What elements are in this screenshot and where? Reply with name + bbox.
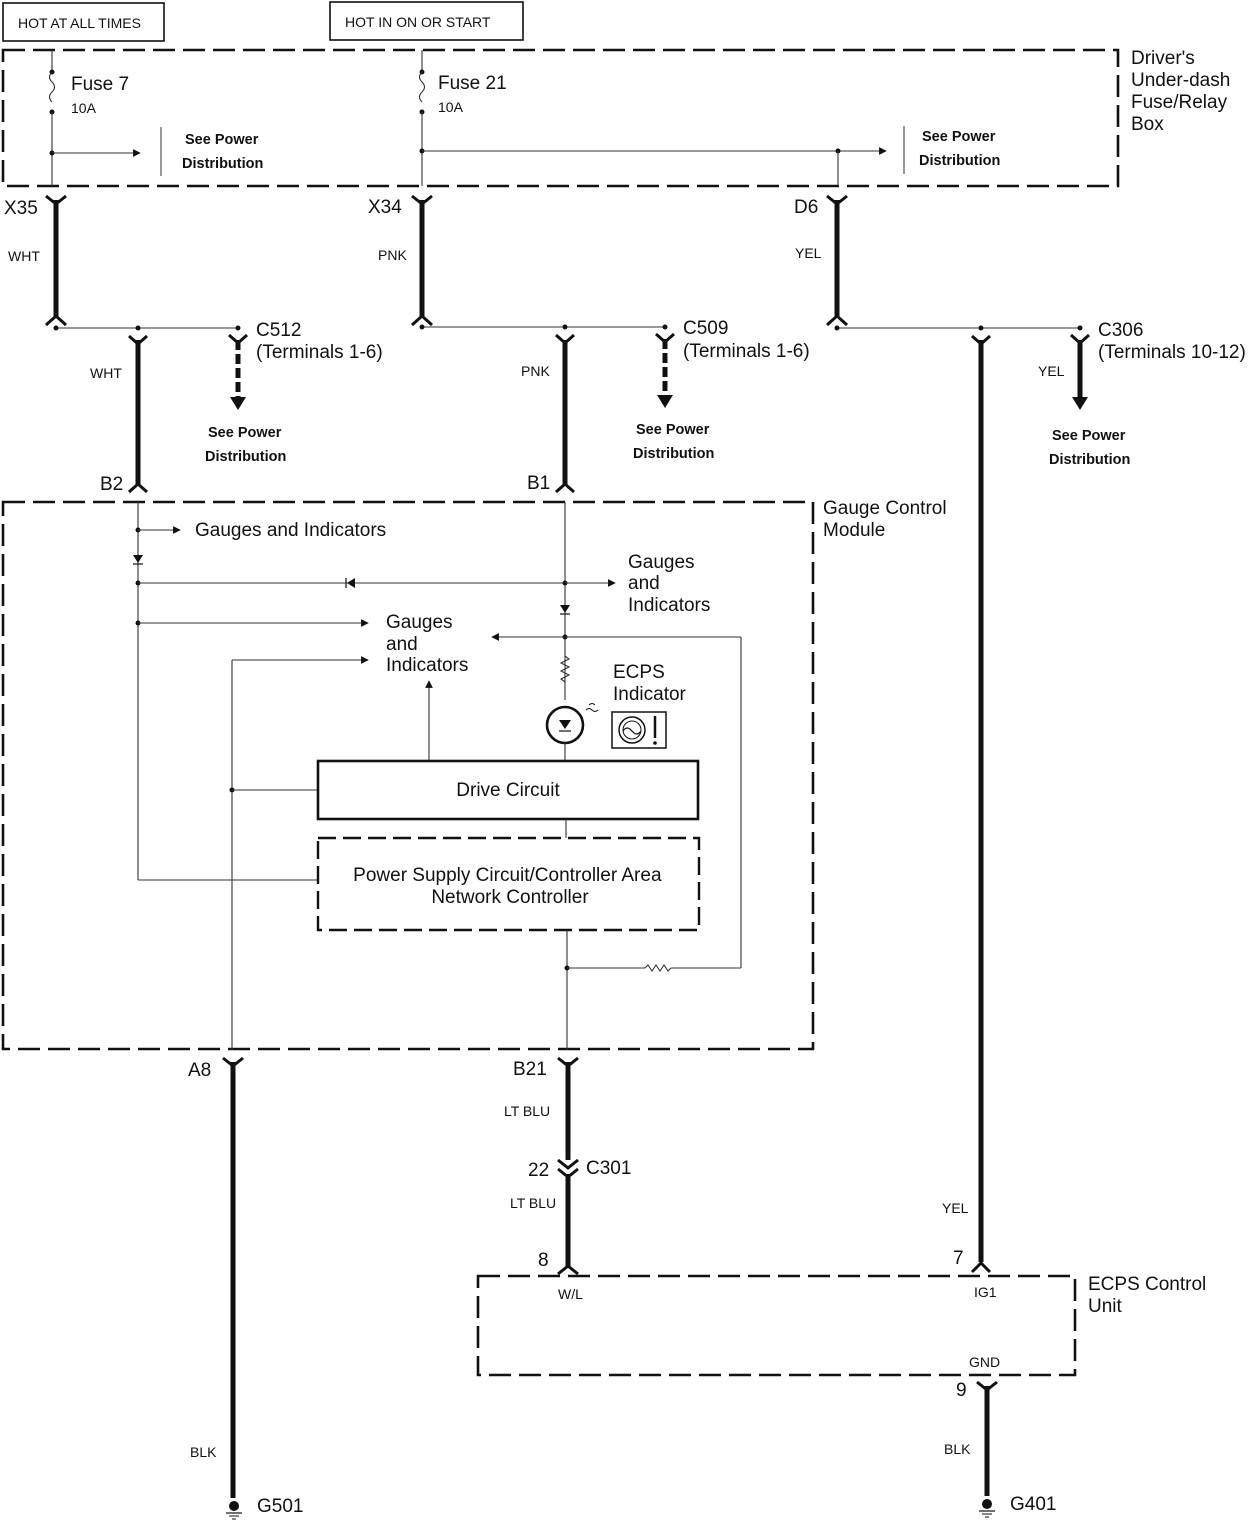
wire-pnk-b1: [555, 333, 575, 494]
fuse-21: Fuse 21 10A: [418, 50, 887, 186]
c509-see-power: See Power Distribution: [633, 422, 714, 462]
wire-x35-wht: [44, 194, 68, 327]
arrow-down-icon: [657, 395, 673, 408]
c512-see-power: See Power Distribution: [205, 425, 286, 465]
connector-c306: C306 (Terminals 10-12) YEL See Power Dis…: [1038, 320, 1246, 468]
wire-color-lt-blu: LT BLU: [510, 1195, 556, 1211]
c512-label: C512: [256, 320, 301, 341]
wire-ltblu-b21: [557, 1056, 579, 1170]
see-power-distribution-1: See Power Distribution: [182, 132, 263, 172]
fuse-icon: [418, 71, 426, 103]
c509-terminals: (Terminals 1-6): [683, 341, 810, 362]
diode-icon: [560, 605, 570, 613]
wire-yel-ig1: [970, 334, 992, 1274]
connector-c509: C509 (Terminals 1-6) See Power Distribut…: [633, 318, 810, 462]
c512-terminals: (Terminals 1-6): [256, 342, 383, 363]
wire-color-yel: YEL: [795, 245, 822, 261]
arrow-down-icon: [230, 397, 246, 410]
ground-g401-icon: [979, 1499, 995, 1518]
fuse-21-label: Fuse 21: [438, 73, 507, 94]
wire-color-pnk: PNK: [521, 363, 550, 379]
c301-label: C301: [586, 1158, 631, 1179]
wire-color-lt-blu: LT BLU: [504, 1103, 550, 1119]
diode-icon: [133, 555, 143, 563]
connector-c512: C512 (Terminals 1-6) See Power Distribut…: [205, 320, 383, 465]
fuse-relay-box-label: Driver's Under-dash Fuse/Relay Box: [1131, 48, 1236, 135]
wire-color-blk: BLK: [944, 1441, 971, 1457]
hot-at-all-times-box: HOT AT ALL TIMES: [2, 2, 165, 42]
wire-blk-g401: [976, 1380, 998, 1496]
drive-circuit-box: [316, 759, 700, 821]
fuse-7-rating: 10A: [71, 100, 97, 116]
steering-warning-icon: [611, 711, 667, 749]
diode-icon: [347, 578, 355, 588]
light-rays-icon: [585, 703, 599, 712]
fuse-relay-box: [1, 48, 1120, 188]
arrow-down-icon: [1072, 397, 1088, 410]
see-power-distribution-2: See Power Distribution: [919, 129, 1000, 169]
wire-color-wht: WHT: [90, 365, 122, 381]
connector-c301: 22 C301: [528, 1158, 631, 1181]
terminal-ecps-8: 8: [538, 1250, 549, 1271]
wire-color-yel: YEL: [1038, 363, 1065, 379]
terminal-ecps-7: 7: [953, 1248, 964, 1269]
pin-w-l: W/L: [558, 1286, 583, 1302]
c301-pin-22: 22: [528, 1160, 549, 1181]
gauge-control-module: [1, 500, 815, 1051]
gauges-and-indicators-2: Gauges and Indicators: [386, 612, 468, 676]
terminal-x35: X35: [4, 198, 38, 219]
terminal-b1: B1: [527, 473, 550, 494]
terminal-a8: A8: [188, 1060, 211, 1081]
pin-gnd: GND: [969, 1354, 1000, 1370]
c306-see-power: See Power Distribution: [1049, 428, 1130, 468]
wire-blk-g501: [222, 1056, 244, 1498]
ecps-control-unit: [476, 1274, 1077, 1377]
wire-color-pnk: PNK: [378, 247, 407, 263]
c306-label: C306: [1098, 320, 1143, 341]
fuse-21-rating: 10A: [438, 99, 464, 115]
ground-g501-icon: [226, 1501, 242, 1520]
wire-color-yel: YEL: [942, 1200, 969, 1216]
c306-terminals: (Terminals 10-12): [1098, 342, 1246, 363]
hot-in-on-or-start-label: HOT IN ON OR START: [345, 14, 491, 30]
power-supply-circuit-label: Power Supply Circuit/Controller Area Net…: [353, 865, 667, 908]
hot-at-all-times-label: HOT AT ALL TIMES: [18, 15, 141, 31]
ecps-control-unit-label: ECPS Control Unit: [1088, 1274, 1212, 1317]
ground-g501-label: G501: [257, 1496, 303, 1517]
wire-x34-pnk: [410, 194, 434, 327]
gauges-and-indicators-3: Gauges and Indicators: [628, 552, 710, 616]
terminal-x34: X34: [368, 197, 402, 218]
drive-circuit-label: Drive Circuit: [456, 780, 560, 801]
resistor-icon: [644, 964, 672, 972]
terminal-ecps-9: 9: [956, 1380, 967, 1401]
terminal-d6: D6: [794, 197, 818, 218]
gauges-and-indicators-1: Gauges and Indicators: [195, 520, 386, 541]
c509-label: C509: [683, 318, 728, 339]
wire-color-wht: WHT: [8, 248, 40, 264]
power-supply-circuit-box: [316, 836, 701, 932]
fuse-7-label: Fuse 7: [71, 74, 129, 95]
resistor-icon: [559, 655, 571, 683]
wire-color-blk: BLK: [190, 1444, 217, 1460]
hot-in-on-or-start-box: HOT IN ON OR START: [329, 1, 524, 41]
fuse-7: Fuse 7 10A: [48, 50, 141, 186]
wire-wht-b2: [128, 334, 148, 494]
terminal-b2: B2: [100, 474, 123, 495]
ground-g401-label: G401: [1010, 1494, 1056, 1515]
fuse-icon: [48, 71, 56, 103]
pin-ig1: IG1: [974, 1284, 997, 1300]
wire-d6-yel: [825, 194, 849, 327]
gauge-control-module-label: Gauge Control Module: [823, 498, 952, 541]
terminal-b21: B21: [513, 1059, 547, 1080]
ecps-indicator-label: ECPS Indicator: [613, 662, 687, 705]
